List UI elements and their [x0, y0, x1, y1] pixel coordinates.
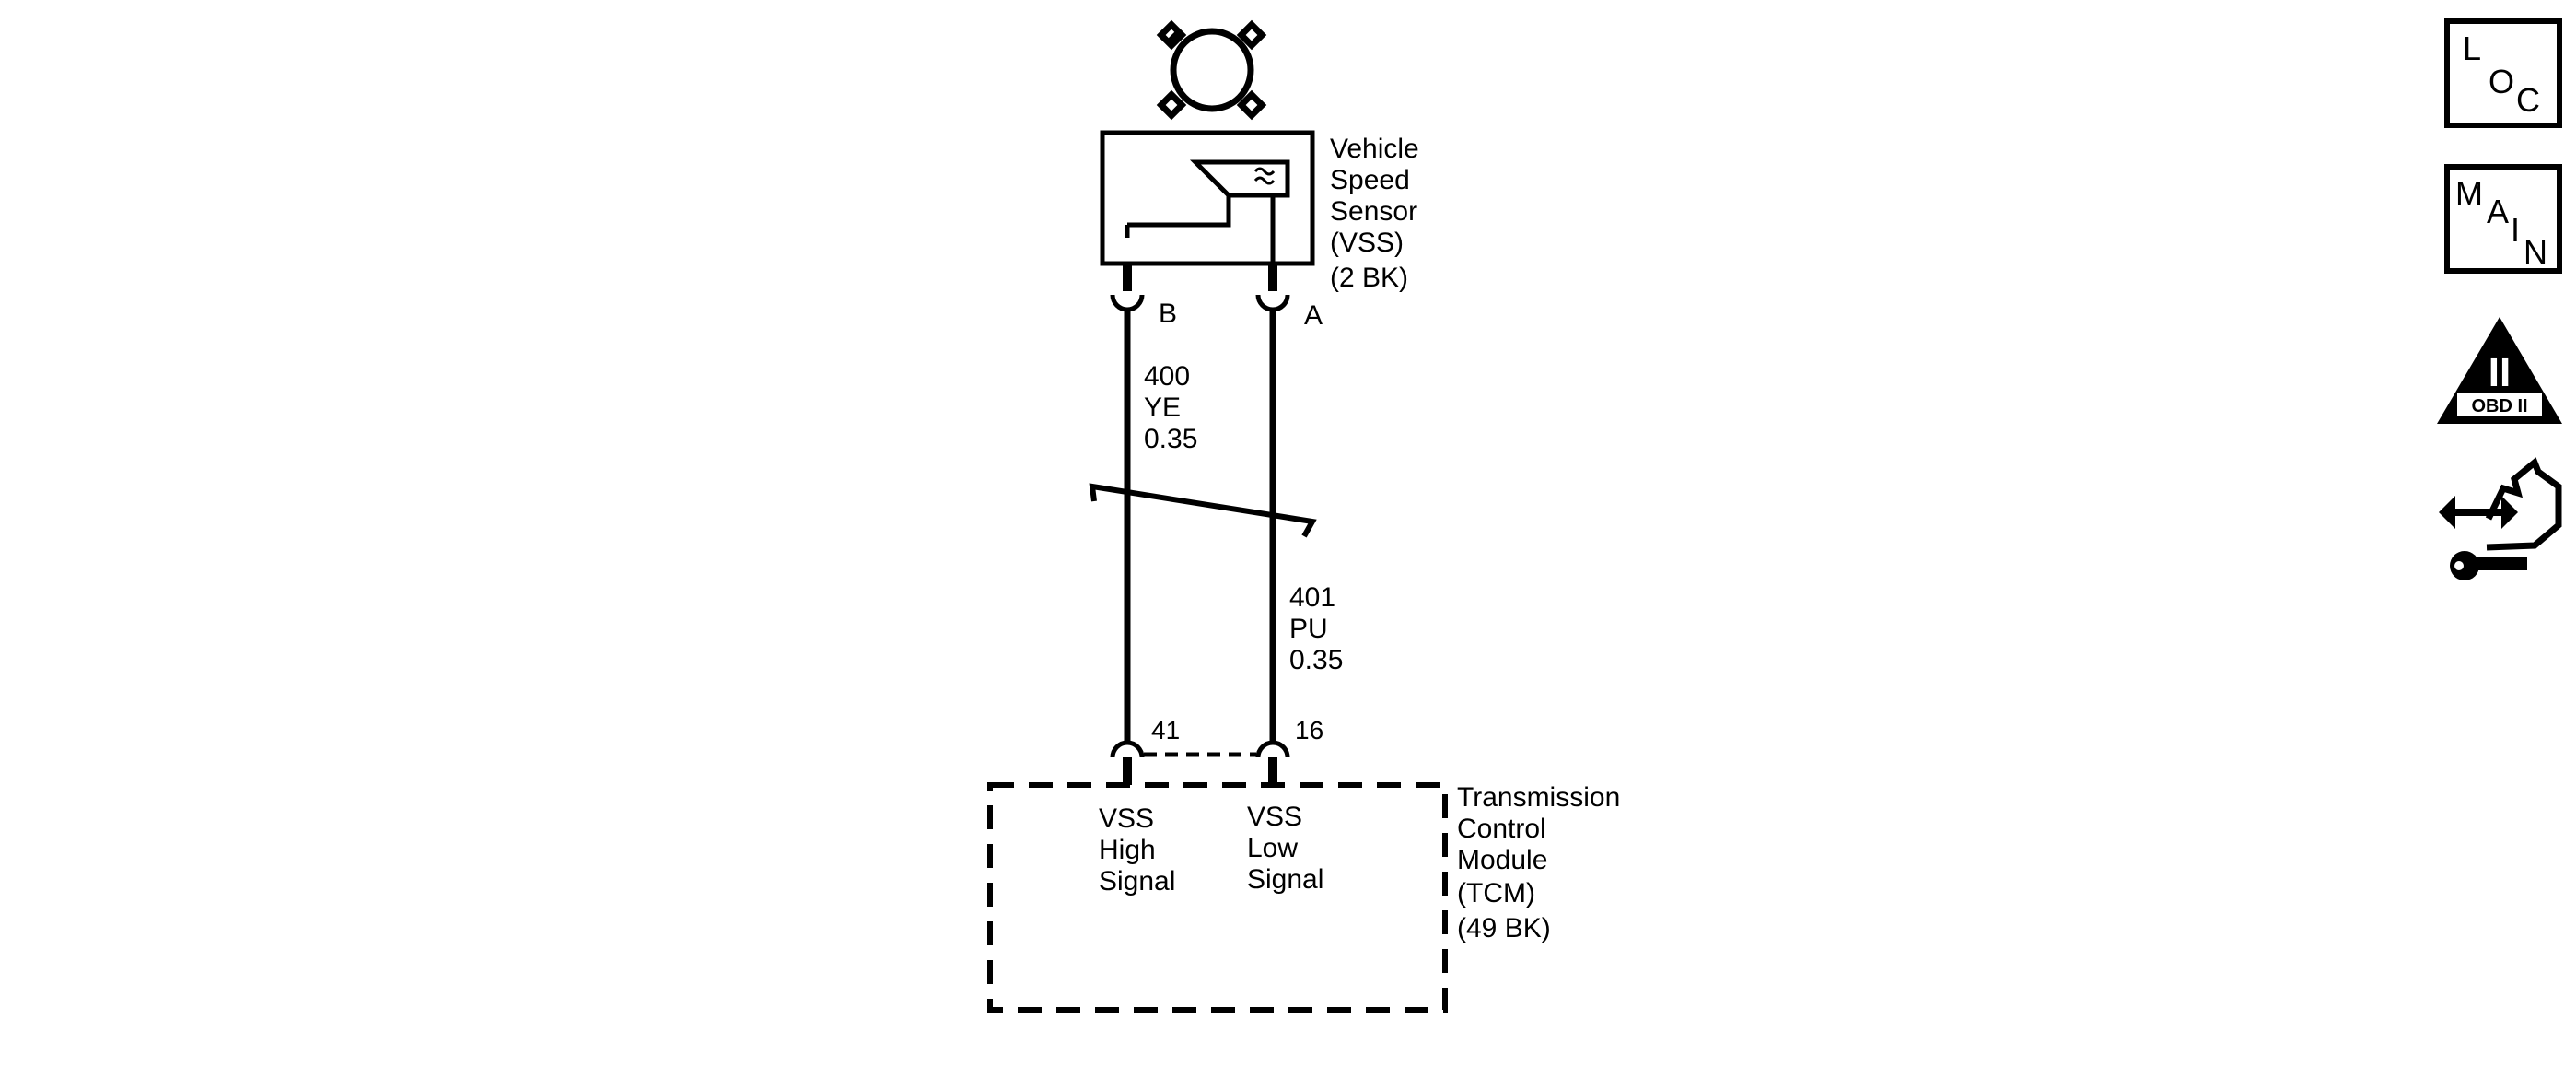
svg-text:OBD II: OBD II — [2471, 396, 2527, 416]
tcm-module-name: Transmission Control Module (TCM) (49 BK… — [1457, 782, 1628, 943]
svg-text:L: L — [2463, 29, 2481, 67]
module-pin-41-stub — [1123, 757, 1132, 785]
module-pin-16-stub — [1268, 757, 1277, 785]
main-nav-button[interactable]: M A I N — [2444, 164, 2562, 274]
sensor-name: Vehicle Speed Sensor (VSS) (2 BK) — [1330, 134, 1427, 293]
sensor-pin-b-label: B — [1159, 299, 1177, 329]
vss-sensor-body — [1100, 130, 1315, 266]
sensor-connector-b — [1110, 294, 1145, 312]
sensor-connector-a — [1255, 294, 1290, 312]
sensor-pin-a-stub — [1268, 264, 1277, 291]
connector-end-view-icon[interactable] — [2439, 457, 2562, 580]
sensor-element-icon — [1125, 159, 1290, 264]
sensor-pin-a-label: A — [1304, 300, 1323, 331]
module-pin-41-label: 41 — [1151, 716, 1180, 744]
wire-400-label: 400 YE 0.35 — [1144, 361, 1197, 454]
module-pin-16-label: 16 — [1295, 716, 1323, 744]
svg-text:O: O — [2489, 63, 2514, 100]
obd-ii-nav-button[interactable]: II OBD II — [2437, 317, 2562, 424]
svg-text:A: A — [2487, 193, 2509, 230]
module-connector-41 — [1110, 740, 1145, 758]
svg-text:I: I — [2511, 211, 2520, 249]
module-connector-16 — [1255, 740, 1290, 758]
tcm-module-body — [987, 782, 1448, 1013]
sensor-mount-icon — [1156, 19, 1267, 121]
wire-401-label: 401 PU 0.35 — [1289, 582, 1343, 675]
vss-low-signal-label: VSS Low Signal — [1247, 802, 1323, 895]
sensor-pin-b-stub — [1123, 264, 1132, 291]
twisted-pair-marker — [1089, 483, 1317, 538]
svg-text:II: II — [2489, 350, 2511, 395]
svg-text:M: M — [2455, 174, 2483, 212]
svg-text:N: N — [2524, 233, 2547, 271]
vss-high-signal-label: VSS High Signal — [1099, 803, 1175, 897]
loc-nav-button[interactable]: L O C — [2444, 18, 2562, 128]
svg-text:C: C — [2516, 81, 2540, 119]
